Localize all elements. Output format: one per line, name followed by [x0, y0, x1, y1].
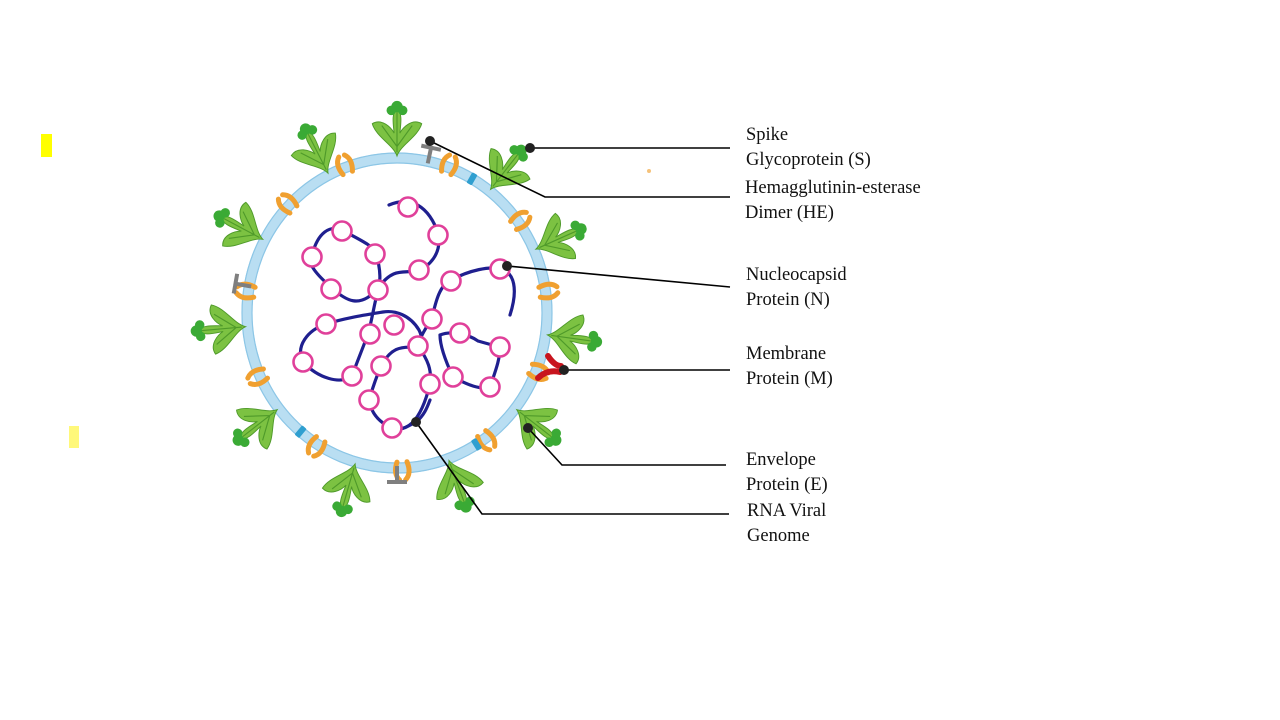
nucleocapsid-bead — [419, 373, 441, 395]
nucleocapsid-bead — [358, 389, 380, 411]
highlight-marker-top — [41, 134, 52, 157]
nucleocapsid-bead — [370, 355, 392, 377]
nucleocapsid-bead — [489, 336, 511, 358]
nucleocapsid-bead — [408, 259, 430, 281]
highlight-marker-bottom — [69, 426, 79, 448]
spike-glycoprotein — [470, 130, 545, 206]
nucleocapsid-bead — [449, 322, 471, 344]
dot-spike — [525, 143, 535, 153]
nucleocapsid-bead — [397, 196, 419, 218]
nucleocapsid-bead — [341, 365, 363, 387]
nucleocapsid-bead — [427, 224, 449, 246]
nucleocapsid-bead — [383, 314, 405, 336]
dot-nucleocapsid — [502, 261, 512, 271]
label-membrane-line1: Membrane — [746, 344, 826, 364]
nucleocapsid-bead — [301, 246, 323, 268]
leader-dots — [411, 136, 569, 433]
dot-rna — [411, 417, 421, 427]
label-rna-line2: Genome — [747, 526, 810, 546]
dot-membrane — [559, 365, 569, 375]
dot-he — [425, 136, 435, 146]
nucleocapsid-bead — [407, 335, 429, 357]
label-he-line2: Dimer (HE) — [745, 203, 834, 223]
nucleocapsid-bead — [367, 279, 389, 301]
nucleocapsid-bead — [440, 270, 462, 292]
labels: Spike Glycoprotein (S) Hemagglutinin-est… — [745, 125, 921, 546]
spike-glycoprotein — [218, 389, 293, 464]
nucleocapsid-bead — [315, 313, 337, 335]
spike-glycoprotein — [501, 389, 576, 464]
nucleocapsid-bead — [479, 376, 501, 398]
leader-line-he — [429, 140, 730, 198]
label-spike-line2: Glycoprotein (S) — [746, 150, 871, 170]
leader-lines — [415, 140, 731, 515]
leader-line-nucleocapsid — [506, 265, 731, 288]
nucleocapsid-proteins — [292, 196, 511, 439]
nucleocapsid-bead — [364, 243, 386, 265]
small-orange-dot — [647, 169, 651, 173]
label-envelope-line1: Envelope — [746, 450, 816, 470]
leader-line-envelope — [527, 427, 726, 466]
nucleocapsid-bead — [359, 323, 381, 345]
nucleocapsid-bead — [320, 278, 342, 300]
nucleocapsid-bead — [381, 417, 403, 439]
label-envelope-line2: Protein (E) — [746, 475, 828, 495]
nucleocapsid-bead — [331, 220, 353, 242]
leader-line-rna — [415, 421, 729, 515]
label-nucleocapsid-line2: Protein (N) — [746, 290, 830, 310]
membrane-protein — [535, 353, 564, 381]
dot-envelope — [523, 423, 533, 433]
label-spike-line1: Spike — [746, 125, 788, 145]
label-he-line1: Hemagglutinin-esterase — [745, 178, 921, 198]
label-nucleocapsid-line1: Nucleocapsid — [746, 265, 847, 285]
nucleocapsid-bead — [292, 351, 314, 373]
nucleocapsid-bead — [421, 308, 443, 330]
nucleocapsid-bead — [442, 366, 464, 388]
spike-glycoprotein — [187, 301, 249, 357]
label-membrane-line2: Protein (M) — [746, 369, 833, 389]
label-rna-line1: RNA Viral — [747, 501, 826, 521]
spike-glycoprotein — [371, 100, 423, 157]
